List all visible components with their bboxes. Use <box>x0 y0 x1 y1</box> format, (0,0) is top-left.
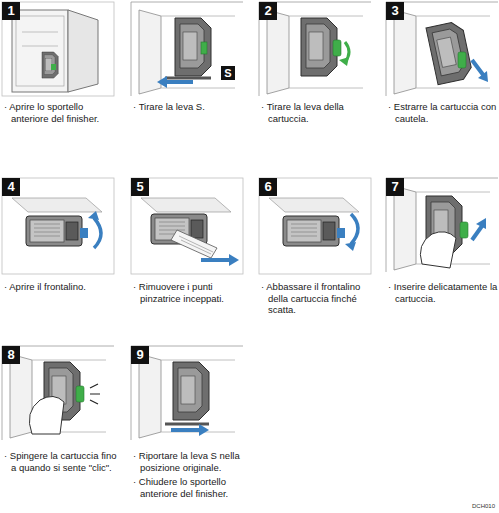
drawing-rect <box>337 228 345 238</box>
drawing-path <box>179 236 213 254</box>
drawing-use <box>259 2 371 96</box>
drawing-path <box>68 10 98 92</box>
drawing-path <box>478 71 488 82</box>
step-number: 4 <box>2 178 20 196</box>
drawing-rect <box>2 178 114 274</box>
drawing-use <box>42 52 58 78</box>
panel-5 <box>131 178 243 274</box>
step-caption: · Estrarre la cartuccia con cautela. <box>388 101 499 124</box>
step-caption: · Rimuovere i punti pinzatrice inceppati… <box>133 281 248 304</box>
panel-6 <box>259 178 371 274</box>
step-caption: · Riportare la leva S nella posizione or… <box>133 450 248 473</box>
drawing-g <box>26 216 82 246</box>
panel-2 <box>259 2 371 96</box>
drawing-path <box>29 396 64 434</box>
step-number: 7 <box>386 178 404 196</box>
drawing-use <box>283 216 339 246</box>
step-caption: · Spingere la cartuccia fino a quando si… <box>4 450 119 473</box>
drawing-use <box>386 2 498 96</box>
step-number: 5 <box>131 178 149 196</box>
drawing-rect <box>458 52 466 68</box>
figure-code: DCH010 <box>472 503 495 510</box>
drawing-rect <box>131 178 243 274</box>
drawing-path <box>165 80 193 84</box>
step-caption: · Aprire il frontalino. <box>4 281 119 293</box>
drawing-rect <box>80 228 88 238</box>
step-caption: · Tirare la leva della cartuccia. <box>261 101 376 124</box>
drawing-path <box>90 384 100 404</box>
panel-3 <box>386 2 498 96</box>
drawing-path <box>201 258 231 262</box>
step-number: 8 <box>2 346 20 364</box>
drawing-use <box>426 21 473 85</box>
drawing-use <box>2 346 114 440</box>
drawing-path <box>420 232 456 268</box>
panel-1a <box>2 2 114 96</box>
drawing-path <box>171 428 201 432</box>
drawing-rect <box>2 2 114 96</box>
drawing-path <box>165 423 209 426</box>
drawing-g <box>283 216 339 246</box>
step-number: 2 <box>259 2 277 20</box>
drawing-path <box>88 211 99 220</box>
step-caption: · Tirare la leva S. <box>133 101 248 113</box>
drawing-use <box>301 18 337 76</box>
lever-label: S <box>221 66 235 80</box>
step-number: 6 <box>259 178 277 196</box>
drawing-path <box>269 198 359 212</box>
step-number: 9 <box>131 346 149 364</box>
panel-1b <box>131 2 243 96</box>
drawing-rect <box>259 178 371 274</box>
drawing-path <box>476 218 486 229</box>
drawing-g <box>426 21 473 85</box>
panel-8 <box>2 346 114 440</box>
drawing-g <box>173 362 209 420</box>
drawing-path <box>345 242 356 251</box>
drawing-use <box>131 2 243 96</box>
drawing-rect <box>12 10 68 92</box>
drawing-path <box>171 230 217 258</box>
step-number: 1 <box>2 2 20 20</box>
step-caption: · Abbassare il frontalino della cartucci… <box>261 281 376 316</box>
drawing-path <box>94 218 101 248</box>
drawing-path <box>12 198 102 212</box>
drawing-path <box>165 77 211 80</box>
step-caption: · Chiudere lo sportello anteriore del fi… <box>133 476 248 499</box>
step-caption: · Aprire lo sportello anteriore del fini… <box>4 101 119 124</box>
drawing-path <box>351 214 358 244</box>
drawing-rect <box>76 386 84 402</box>
panel-7 <box>386 178 498 272</box>
drawing-rect <box>333 40 341 56</box>
drawing-use <box>173 362 209 420</box>
drawing-path <box>229 254 239 266</box>
drawing-rect <box>460 222 468 238</box>
drawing-use <box>386 178 498 272</box>
drawing-rect <box>201 42 207 54</box>
drawing-path <box>22 32 58 46</box>
drawing-path <box>157 76 167 88</box>
drawing-g <box>301 18 337 76</box>
step-caption: · Inserire delicatamente la cartuccia. <box>388 281 499 304</box>
drawing-use <box>26 216 82 246</box>
drawing-use <box>175 18 211 76</box>
drawing-path <box>339 57 349 66</box>
drawing-rect <box>51 64 56 70</box>
drawing-path <box>199 424 209 436</box>
panel-4 <box>2 178 114 274</box>
panel-9 <box>131 346 243 440</box>
drawing-g <box>175 18 211 76</box>
drawing-path <box>472 60 484 76</box>
drawing-use <box>131 346 243 440</box>
drawing-path <box>141 198 231 212</box>
step-number: 3 <box>386 2 404 20</box>
drawing-g <box>42 52 58 78</box>
drawing-rect <box>16 16 64 86</box>
drawing-path <box>472 226 482 240</box>
